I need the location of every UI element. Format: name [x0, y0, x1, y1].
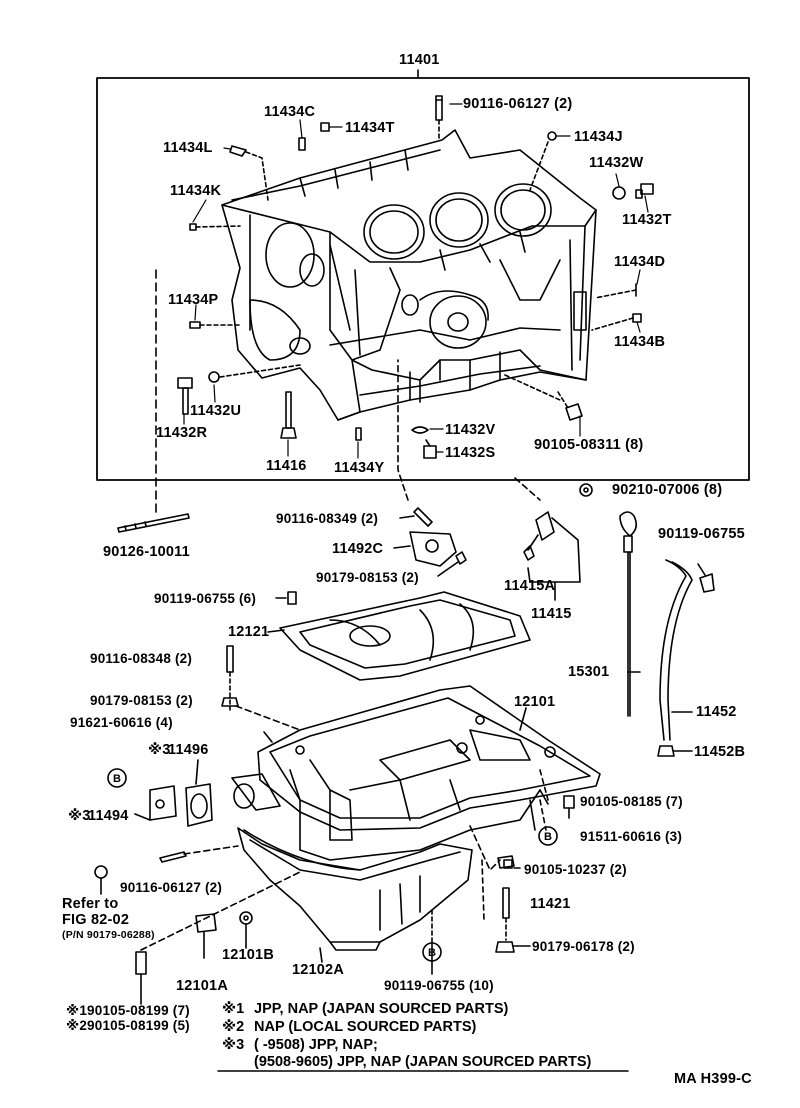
part-label-11434D: 11434D [614, 254, 666, 270]
mark-2: ※2 [66, 1018, 88, 1033]
part-label-12121: 12121 [228, 624, 270, 640]
oil-pan-gasket [279, 591, 531, 681]
mark-3-11496: ※3 [148, 742, 171, 758]
part-label-11434C: 11434C [264, 104, 316, 120]
part-number-reference: (P/N 90179-06288) [62, 929, 155, 941]
svg-text:B: B [113, 773, 121, 785]
figure-reference: FIG 82-02 [62, 912, 130, 928]
part-label-90105-10237: 90105-10237 (2) [524, 862, 627, 877]
part-label-12101A: 12101A [176, 978, 228, 994]
part-label-90105-08199-5: ※290105-08199 (5) [66, 1018, 190, 1034]
part-label-11432S: 11432S [445, 445, 496, 461]
legend-row-1: ※1 JPP, NAP (JAPAN SOURCED PARTS) [222, 1001, 508, 1018]
part-label-90116-08349: 90116-08349 (2) [276, 511, 379, 526]
part-label-11432V: 11432V [445, 422, 496, 438]
part-label-90116-06127-2: 90116-06127 (2) [463, 96, 573, 112]
leader-lines [183, 103, 649, 459]
part-label-11434K: 11434K [170, 183, 222, 199]
legend-text-3b: (9508-9605) JPP, NAP (JAPAN SOURCED PART… [254, 1054, 592, 1070]
part-label-90119-06755-10: 90119-06755 (10) [384, 978, 494, 993]
part-label-11434T: 11434T [345, 120, 395, 136]
legend-text-1: JPP, NAP (JAPAN SOURCED PARTS) [254, 1001, 509, 1017]
part-label-11434L: 11434L [163, 140, 213, 156]
part-label-11416: 11416 [266, 458, 307, 474]
legend-row-4: (9508-9605) JPP, NAP (JAPAN SOURCED PART… [254, 1054, 591, 1071]
part-number: 90105-08199 (5) [87, 1018, 190, 1033]
part-label-11401: 11401 [399, 52, 440, 68]
part-label-12101B: 12101B [222, 947, 274, 963]
part-label-11434Y: 11434Y [334, 460, 385, 476]
legend-text-3a: ( -9508) JPP, NAP; [254, 1037, 378, 1053]
oil-pan-upper [257, 685, 601, 831]
part-label-12101: 12101 [514, 694, 556, 710]
part-label-11432T: 11432T [622, 212, 672, 228]
part-label-11432U: 11432U [190, 403, 242, 419]
cylinder-block-drawing [221, 129, 597, 421]
part-label-15301: 15301 [568, 664, 610, 680]
part-label-11494: 11494 [88, 808, 129, 824]
part-label-11434B: 11434B [614, 334, 666, 350]
refer-to-label: Refer to [62, 896, 119, 912]
legend-row-3: ※3 ( -9508) JPP, NAP; [222, 1037, 378, 1054]
part-label-90105-08199-7: ※190105-08199 (7) [66, 1003, 190, 1019]
legend-text-2: NAP (LOCAL SOURCED PARTS) [254, 1019, 477, 1035]
part-label-90119-06755-top: 90119-06755 [658, 526, 745, 542]
dipstick [619, 511, 715, 757]
part-label-11434J: 11434J [574, 129, 623, 145]
part-label-90119-06755-6: 90119-06755 (6) [154, 591, 257, 606]
legend-row-2: ※2 NAP (LOCAL SOURCED PARTS) [222, 1019, 476, 1036]
part-label-90210-07006: 90210-07006 (8) [612, 482, 723, 498]
part-label-11492C: 11492C [332, 541, 384, 557]
part-label-90105-08185: 90105-08185 (7) [580, 794, 683, 809]
part-label-11452: 11452 [696, 704, 737, 720]
svg-text:B: B [544, 831, 552, 843]
legend-mark-2: ※2 [222, 1019, 245, 1035]
part-label-90179-06178: 90179-06178 (2) [532, 939, 635, 954]
part-label-12102A: 12102A [292, 962, 344, 978]
part-label-90105-08311: 90105-08311 (8) [534, 437, 644, 453]
legend-mark-3: ※3 [222, 1037, 245, 1053]
part-label-90116-06127-2b: 90116-06127 (2) [120, 880, 223, 895]
mark-3-11494: ※3 [68, 808, 91, 824]
cylinder-block-frame [96, 77, 750, 481]
part-label-11452B: 11452B [694, 744, 746, 760]
part-label-11415: 11415 [531, 606, 572, 622]
legend-mark-1: ※1 [222, 1001, 245, 1017]
oil-pan-lower [237, 827, 473, 943]
part-label-90179-08153-b: 90179-08153 (2) [90, 693, 193, 708]
svg-text:B: B [428, 947, 436, 959]
part-label-11434P: 11434P [168, 292, 219, 308]
part-label-90126-10011: 90126-10011 [103, 544, 190, 560]
part-label-11432R: 11432R [156, 425, 208, 441]
block-fasteners [177, 95, 654, 497]
part-label-90179-08153-a: 90179-08153 (2) [316, 570, 419, 585]
diagram-code: MA H399-C [674, 1071, 752, 1087]
oil-pan [94, 685, 601, 1005]
part-label-91511: 91511-60616 (3) [580, 829, 683, 844]
part-label-11421: 11421 [530, 896, 571, 912]
middle-parts [117, 269, 581, 731]
part-number: 90105-08199 (7) [87, 1003, 190, 1018]
mark-1: ※1 [66, 1003, 88, 1018]
part-label-91621: 91621-60616 (4) [70, 715, 173, 730]
part-label-11432W: 11432W [589, 155, 644, 171]
part-label-11496: 11496 [168, 742, 209, 758]
part-label-90116-08348: 90116-08348 (2) [90, 651, 193, 666]
part-label-11415A: 11415A [504, 578, 556, 594]
